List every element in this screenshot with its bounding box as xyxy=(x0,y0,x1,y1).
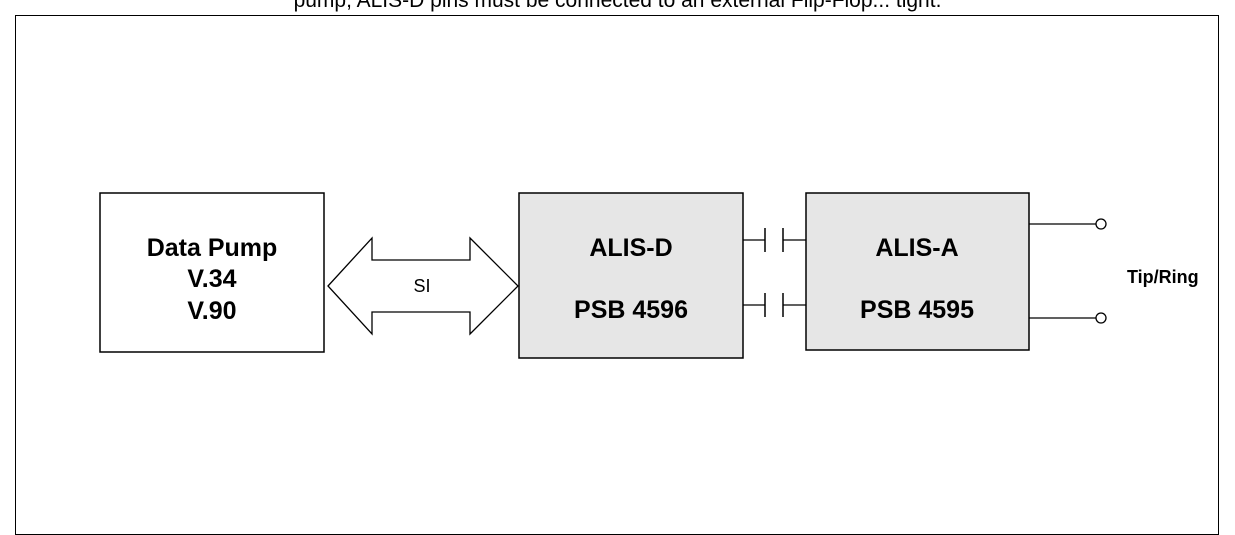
alis-a-block: ALIS-A PSB 4595 xyxy=(805,192,1030,351)
si-label: SI xyxy=(413,276,430,296)
data-pump-title: Data Pump xyxy=(147,234,278,262)
alis-d-box xyxy=(518,192,744,359)
data-pump-box xyxy=(99,192,325,353)
tip-ring-terminals: Tip/Ring xyxy=(1029,218,1199,324)
tip-terminal-icon xyxy=(1095,218,1107,230)
data-pump-standard-v34: V.34 xyxy=(187,265,236,293)
si-bus-arrow: SI xyxy=(327,236,519,336)
alis-a-box xyxy=(805,192,1030,351)
coupling-capacitor-top xyxy=(743,228,806,252)
coupling-capacitor-bottom xyxy=(743,293,806,317)
alis-d-block: ALIS-D PSB 4596 xyxy=(518,192,744,359)
alis-a-part-number: PSB 4595 xyxy=(860,296,974,324)
tip-ring-label: Tip/Ring xyxy=(1127,267,1199,287)
alis-d-name: ALIS-D xyxy=(589,234,672,262)
data-pump-block: Data Pump V.34 V.90 xyxy=(99,192,325,353)
alis-d-part-number: PSB 4596 xyxy=(574,296,688,324)
top-caption-partial: pump, ALIS-D pins must be connected to a… xyxy=(293,0,942,12)
alis-a-name: ALIS-A xyxy=(875,234,958,262)
data-pump-standard-v90: V.90 xyxy=(187,297,236,325)
ring-terminal-icon xyxy=(1095,312,1107,324)
si-double-arrow-shape xyxy=(327,236,519,336)
